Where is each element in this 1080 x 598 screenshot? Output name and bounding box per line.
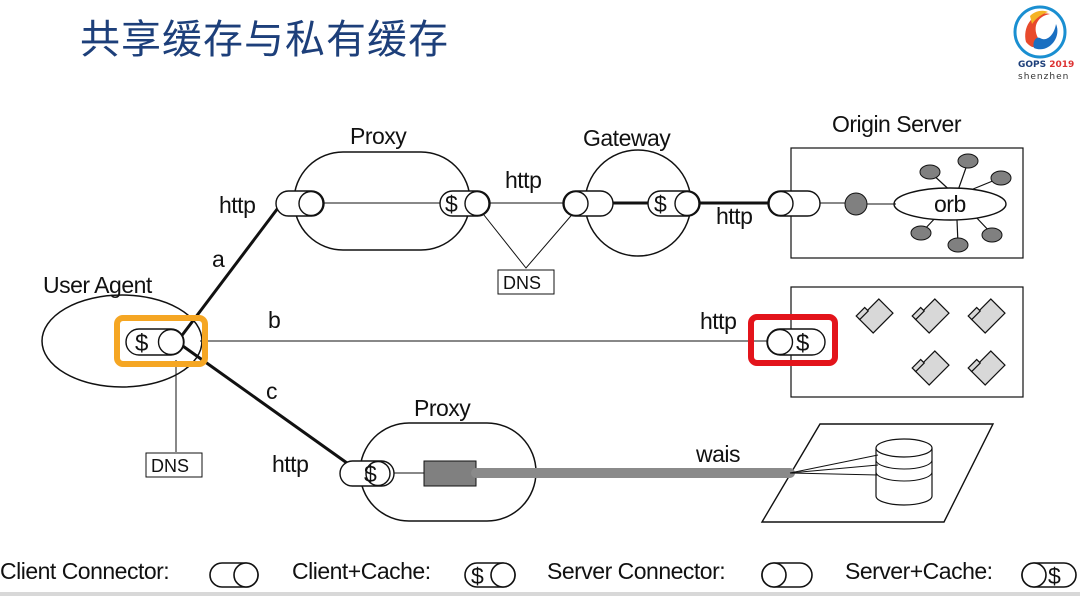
user-agent-label: User Agent: [43, 272, 153, 298]
dns-bottom-box: [145, 452, 203, 478]
proxy-bottom-label: Proxy: [414, 395, 471, 421]
cache-symbol: $: [796, 330, 809, 357]
folder-icon: [855, 298, 894, 334]
connector-end: [464, 190, 490, 217]
origin-node: [844, 192, 868, 216]
logo-brand-text: GOPS 2019: [1018, 60, 1074, 70]
cache-symbol: $: [445, 191, 458, 217]
dns-top-links: [479, 209, 577, 269]
legend-server-cache-icon: $: [1021, 562, 1077, 589]
cache-symbol: $: [135, 330, 148, 357]
origin-server-label: Origin Server: [832, 111, 962, 137]
orb-label: orb: [934, 191, 966, 217]
connector-end: [768, 190, 794, 217]
connector-end: [298, 190, 324, 217]
legend-cache-symbol: $: [471, 563, 484, 589]
legend-server-connector-icon: [761, 562, 813, 588]
connector-end: [674, 190, 700, 217]
logo-brand: GOPS: [1018, 60, 1047, 70]
wais-fan-line-1: [789, 454, 879, 474]
shared-cache-highlight: [748, 314, 838, 366]
orb-network: [893, 153, 1012, 253]
http-label-proxy-gateway: http: [505, 167, 541, 193]
wais-fan-line-3: [789, 472, 879, 476]
gops-logo: [1013, 5, 1067, 59]
dns-top-label: DNS: [503, 273, 541, 293]
cache-symbol: $: [654, 191, 667, 217]
proxy-top-label: Proxy: [350, 123, 407, 149]
path-a-label: a: [212, 246, 225, 272]
legend-cache-symbol: $: [1048, 563, 1061, 589]
gateway-label: Gateway: [583, 125, 671, 151]
path-c-label: c: [266, 378, 277, 404]
cache-architecture-diagram: Proxy Gateway Origin Server orb: [41, 111, 1024, 523]
wais-gateway-block: [423, 460, 477, 487]
connector-end: [157, 328, 185, 356]
folder-icon: [911, 298, 950, 334]
footer-divider: [0, 592, 1080, 596]
http-label-ua-proxy: http: [219, 192, 255, 218]
legend-server-connector-label: Server Connector:: [547, 558, 726, 584]
folder-icon: [967, 298, 1006, 334]
wais-label: wais: [695, 441, 740, 467]
folder-icon: [967, 350, 1006, 386]
connector-end: [365, 460, 391, 487]
http-label-gateway-origin: http: [716, 203, 752, 229]
wais-fan-line-2: [789, 464, 879, 474]
private-cache-highlight: [114, 315, 208, 367]
legend-client-cache-label: Client+Cache:: [292, 558, 431, 584]
legend: Client Connector: Client+Cache: $ Server…: [0, 556, 1080, 592]
folder-icon: [911, 350, 950, 386]
page-title: 共享缓存与私有缓存: [80, 17, 449, 63]
http-label-bottom-proxy: http: [272, 451, 308, 477]
logo-city: shenzhen: [1018, 72, 1070, 82]
database-icon: [875, 438, 933, 506]
path-b-label: b: [268, 307, 280, 333]
legend-client-cache-icon: $: [464, 562, 516, 589]
cache-symbol: $: [364, 461, 377, 487]
legend-server-cache-label: Server+Cache:: [845, 558, 993, 584]
folder-icons: [855, 298, 1006, 386]
connector-end: [563, 190, 589, 217]
legend-client-connector-label: Client Connector:: [0, 558, 170, 584]
logo-year: 2019: [1049, 60, 1075, 70]
path-c-line: [179, 342, 355, 470]
dns-top-box: [497, 269, 555, 295]
connector-end: [766, 328, 794, 356]
legend-client-connector-icon: [209, 562, 259, 588]
dns-bottom-label: DNS: [151, 456, 189, 476]
http-label-file-server: http: [700, 308, 736, 334]
